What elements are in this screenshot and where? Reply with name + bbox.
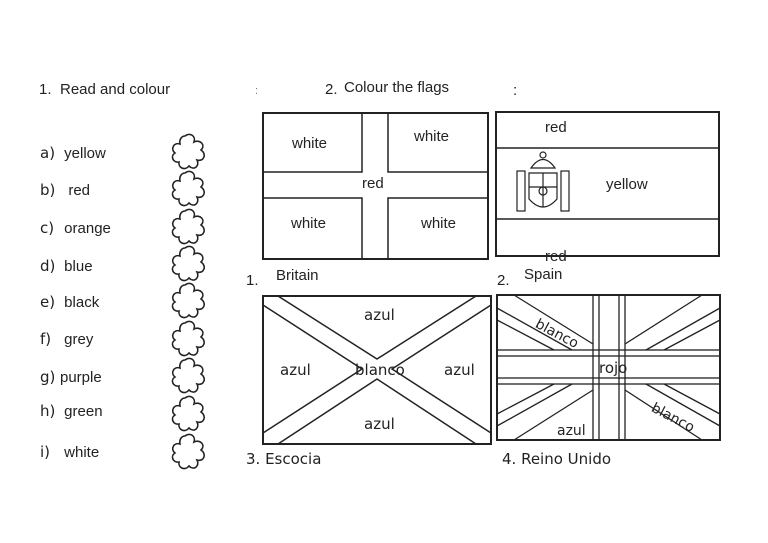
item-letter: h) <box>40 402 56 420</box>
colour-blob-h[interactable] <box>171 395 211 435</box>
list-item-f: f) grey <box>40 330 93 348</box>
item-word: blue <box>64 258 93 275</box>
colour-blob-g[interactable] <box>171 357 211 397</box>
section2-title: Colour the flags <box>344 79 450 96</box>
colour-blob-d[interactable] <box>171 245 211 285</box>
item-word: orange <box>64 220 111 237</box>
item-word: black <box>64 294 100 311</box>
item-letter: b) <box>40 181 56 199</box>
escocia-caption: 3. Escocia <box>246 450 322 468</box>
item-word: yellow <box>64 145 106 162</box>
section2-colon-right: : <box>513 82 518 99</box>
spain-top-label: red <box>545 119 567 136</box>
britain-caption: Britain <box>276 267 319 284</box>
list-item-i: i) white <box>40 443 99 461</box>
reino-center-label: rojo <box>599 359 628 377</box>
spain-bottom-label: red <box>545 248 567 265</box>
item-letter: i) <box>40 443 51 461</box>
item-letter: d) <box>40 257 56 275</box>
flag-reino-unido[interactable] <box>496 294 722 442</box>
colour-blob-e[interactable] <box>171 282 211 322</box>
item-word: red <box>68 182 91 199</box>
escocia-left-label: azul <box>280 361 311 379</box>
reino-caption: 4. Reino Unido <box>502 450 612 468</box>
escocia-bottom-label: azul <box>364 415 395 433</box>
section2-number: 2. <box>325 81 338 98</box>
spain-middle-label: yellow <box>606 176 648 193</box>
item-letter: a) <box>40 144 56 162</box>
list-item-h: h) green <box>40 402 103 420</box>
coat-of-arms-icon <box>516 151 570 212</box>
escocia-center-label: blanco <box>355 361 405 379</box>
colour-blob-a[interactable] <box>171 133 211 173</box>
britain-tl-label: white <box>292 135 328 152</box>
colour-blob-b[interactable] <box>171 170 211 210</box>
item-letter: e) <box>40 293 56 311</box>
colour-blob-c[interactable] <box>171 208 211 248</box>
item-letter: g) <box>40 368 56 386</box>
reino-corner-label: azul <box>557 423 586 439</box>
flag-escocia[interactable] <box>262 295 493 446</box>
spain-caption: Spain <box>524 266 563 283</box>
list-item-a: a) yellow <box>40 144 106 162</box>
section2-colon-left: : <box>255 85 259 97</box>
britain-br-label: white <box>421 215 457 232</box>
item-letter: f) <box>40 330 52 348</box>
colour-blob-f[interactable] <box>171 320 211 360</box>
britain-center-label: red <box>362 175 384 192</box>
list-item-c: c) orange <box>40 219 111 237</box>
section1-number: 1. <box>39 81 52 98</box>
escocia-right-label: azul <box>444 361 475 379</box>
list-item-d: d) blue <box>40 257 93 275</box>
spain-number: 2. <box>497 272 510 289</box>
section1-title: Read and colour <box>60 81 171 98</box>
item-word: white <box>64 444 100 461</box>
list-item-e: e) black <box>40 293 99 311</box>
list-item-b: b) red <box>40 181 90 199</box>
list-item-g: g)purple <box>40 368 102 386</box>
item-word: green <box>64 403 103 420</box>
item-letter: c) <box>40 219 55 237</box>
britain-bl-label: white <box>291 215 327 232</box>
britain-number: 1. <box>246 272 259 289</box>
flag-britain[interactable] <box>262 112 489 260</box>
colour-blob-i[interactable] <box>171 433 211 473</box>
item-word: grey <box>64 331 94 348</box>
item-word: purple <box>60 369 102 386</box>
britain-tr-label: white <box>414 128 450 145</box>
flag-spain[interactable] <box>495 111 721 258</box>
escocia-top-label: azul <box>364 306 395 324</box>
